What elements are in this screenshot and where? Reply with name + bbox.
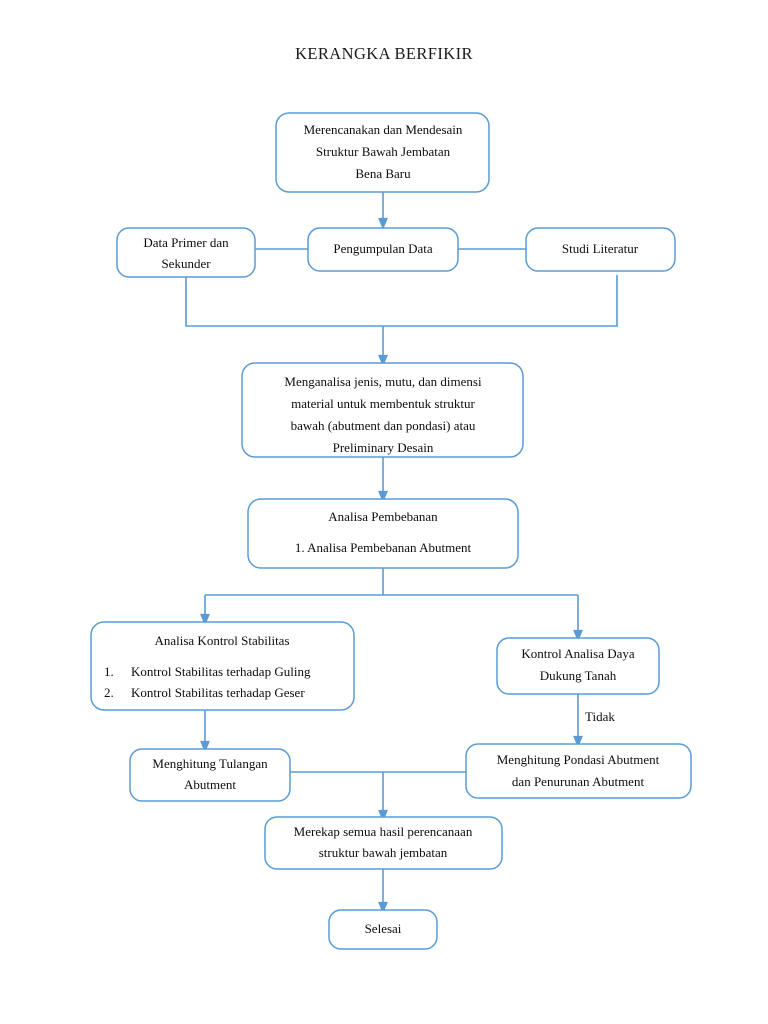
node-analisa-pembebanan[interactable]: Analisa Pembebanan 1. Analisa Pembebanan… — [247, 498, 519, 569]
node-studi-literatur-line1: Studi Literatur — [562, 241, 639, 256]
node-start[interactable]: Merencanakan dan Mendesain Struktur Bawa… — [275, 112, 490, 193]
node-start-line1: Merencanakan dan Mendesain — [304, 122, 463, 137]
node-kontrol-stabilitas-item2-num: 2. — [104, 685, 114, 700]
node-selesai-line1: Selesai — [365, 921, 402, 936]
node-menganalisa-line4: Preliminary Desain — [333, 440, 434, 455]
node-selesai[interactable]: Selesai — [328, 909, 438, 950]
node-pondasi-line1: Menghitung Pondasi Abutment — [497, 752, 660, 767]
node-data-primer-sekunder[interactable]: Data Primer dan Sekunder — [116, 227, 256, 278]
node-tulangan-shape[interactable] — [129, 748, 291, 802]
node-merekap-hasil[interactable]: Merekap semua hasil perencanaan struktur… — [264, 816, 503, 870]
node-daya-dukung-line1: Kontrol Analisa Daya — [521, 646, 635, 661]
node-kontrol-stabilitas-item1-text: Kontrol Stabilitas terhadap Guling — [131, 664, 311, 679]
node-daya-dukung-line2: Dukung Tanah — [540, 668, 617, 683]
node-menganalisa-material[interactable]: Menganalisa jenis, mutu, dan dimensi mat… — [241, 362, 524, 458]
node-data-primer-line1: Data Primer dan — [143, 235, 229, 250]
node-start-line3: Bena Baru — [355, 166, 411, 181]
edge-label-tidak: Tidak — [585, 709, 615, 724]
node-merekap-line1: Merekap semua hasil perencanaan — [294, 824, 473, 839]
node-data-primer-shape[interactable] — [116, 227, 256, 278]
node-data-primer-line2: Sekunder — [161, 256, 211, 271]
node-menganalisa-line3: bawah (abutment dan pondasi) atau — [291, 418, 476, 433]
node-studi-literatur[interactable]: Studi Literatur — [525, 227, 676, 272]
node-menghitung-tulangan-abutment[interactable]: Menghitung Tulangan Abutment — [129, 748, 291, 802]
node-pembebanan-heading: Analisa Pembebanan — [328, 509, 438, 524]
node-tulangan-line1: Menghitung Tulangan — [152, 756, 268, 771]
node-pembebanan-item1: 1. Analisa Pembebanan Abutment — [295, 540, 472, 555]
connector-merge-right-down — [383, 275, 618, 327]
node-menghitung-pondasi-abutment[interactable]: Menghitung Pondasi Abutment dan Penuruna… — [465, 743, 692, 799]
node-kontrol-stabilitas-item2-text: Kontrol Stabilitas terhadap Geser — [131, 685, 305, 700]
node-menganalisa-shape[interactable] — [241, 362, 524, 458]
node-pengumpulan-data[interactable]: Pengumpulan Data — [307, 227, 459, 272]
node-analisa-kontrol-stabilitas[interactable]: Analisa Kontrol Stabilitas 1. Kontrol St… — [90, 621, 355, 711]
connector-merge-left-down — [185, 277, 383, 327]
node-daya-dukung-shape[interactable] — [496, 637, 660, 695]
node-tulangan-line2: Abutment — [184, 777, 236, 792]
node-kontrol-stabilitas-shape[interactable] — [90, 621, 355, 711]
connectors — [185, 192, 618, 914]
node-pengumpulan-shape[interactable] — [307, 227, 459, 272]
node-pondasi-shape[interactable] — [465, 743, 692, 799]
node-merekap-line2: struktur bawah jembatan — [319, 845, 448, 860]
page-title: KERANGKA BERFIKIR — [295, 44, 473, 63]
node-pondasi-line2: dan Penurunan Abutment — [512, 774, 645, 789]
node-selesai-shape[interactable] — [328, 909, 438, 950]
node-merekap-shape[interactable] — [264, 816, 503, 870]
node-start-shape[interactable] — [275, 112, 490, 193]
node-kontrol-stabilitas-heading: Analisa Kontrol Stabilitas — [154, 633, 289, 648]
node-kontrol-daya-dukung-tanah[interactable]: Kontrol Analisa Daya Dukung Tanah — [496, 637, 660, 695]
node-kontrol-stabilitas-item1-num: 1. — [104, 664, 114, 679]
node-menganalisa-line2: material untuk membentuk struktur — [291, 396, 475, 411]
node-pengumpulan-line1: Pengumpulan Data — [333, 241, 433, 256]
node-start-line2: Struktur Bawah Jembatan — [316, 144, 451, 159]
node-studi-literatur-shape[interactable] — [525, 227, 676, 272]
node-pembebanan-shape[interactable] — [247, 498, 519, 569]
node-menganalisa-line1: Menganalisa jenis, mutu, dan dimensi — [284, 374, 482, 389]
